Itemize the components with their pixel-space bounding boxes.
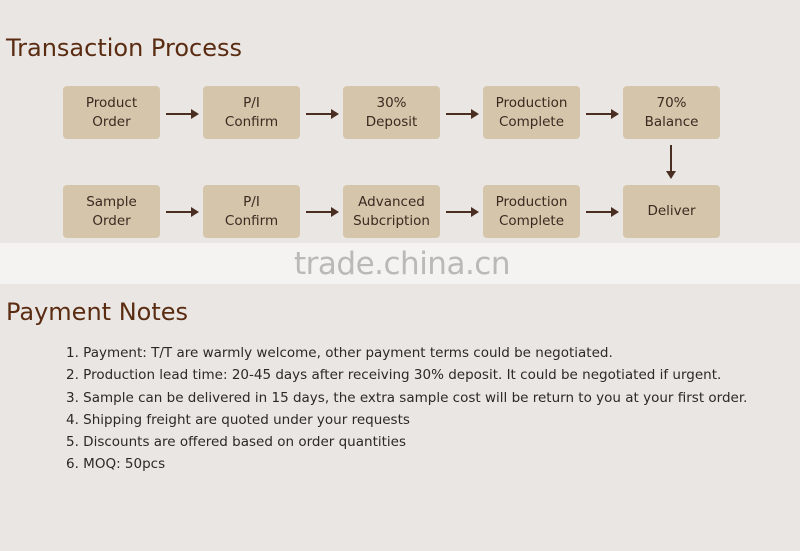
flow-step-deposit: 30% Deposit [343,86,440,139]
right-arrow-icon [446,206,479,218]
flow-step-label: P/I [243,94,260,111]
flow-step-deliver: Deliver [623,185,720,238]
flow-step-label: 70% [656,94,687,111]
flow-step-label: Sample [86,193,137,210]
flow-step-label: Order [92,113,131,130]
right-arrow-icon [306,206,339,218]
flow-step-label: Confirm [224,113,279,130]
flow-step-label: Subcription [353,212,430,229]
payment-note: 5. Discounts are offered based on order … [66,434,406,451]
payment-note: 1. Payment: T/T are warmly welcome, othe… [66,345,613,361]
flow-step-label: P/I [243,193,260,210]
payment-notes-list: 1. Payment: T/T are warmly welcome, othe… [66,342,756,476]
flow-step-pi-confirm: P/I Confirm [203,86,300,139]
flow-step-balance: 70% Balance [623,86,720,139]
watermark-text: trade.china.cn [294,245,511,282]
flow-step-label: Deliver [647,203,696,219]
right-arrow-icon [166,108,199,120]
right-arrow-icon [586,108,619,120]
flow-step-label: 30% [376,94,407,111]
payment-note: 4. Shipping freight are quoted under you… [66,411,410,428]
flow-step-label: Balance [644,113,699,130]
flow-step-label: Complete [498,113,565,130]
flow-step-label: Product [85,94,138,111]
flow-step-label: Production [495,193,568,210]
right-arrow-icon [306,108,339,120]
payment-note: 3. Sample can be delivered in 15 days, t… [66,389,748,406]
flow-step-label: Confirm [224,212,279,229]
flow-step-label: Complete [498,212,565,229]
flow-step-label: Order [92,212,131,229]
right-arrow-icon [586,206,619,218]
payment-notes-title: Payment Notes [6,298,189,326]
flow-step-pi-confirm-2: P/I Confirm [203,185,300,238]
transaction-process-title: Transaction Process [6,34,242,62]
payment-note: 6. MOQ: 50pcs [66,456,166,473]
right-arrow-icon [446,108,479,120]
right-arrow-icon [166,206,199,218]
payment-note: 2. Production lead time: 20-45 days afte… [66,367,722,384]
down-arrow-icon [665,145,677,179]
watermark-band: trade.china.cn [0,243,800,284]
flow-step-label: Advanced [358,193,425,210]
flow-step-label: Production [495,94,568,111]
flow-step-label: Deposit [365,113,418,130]
